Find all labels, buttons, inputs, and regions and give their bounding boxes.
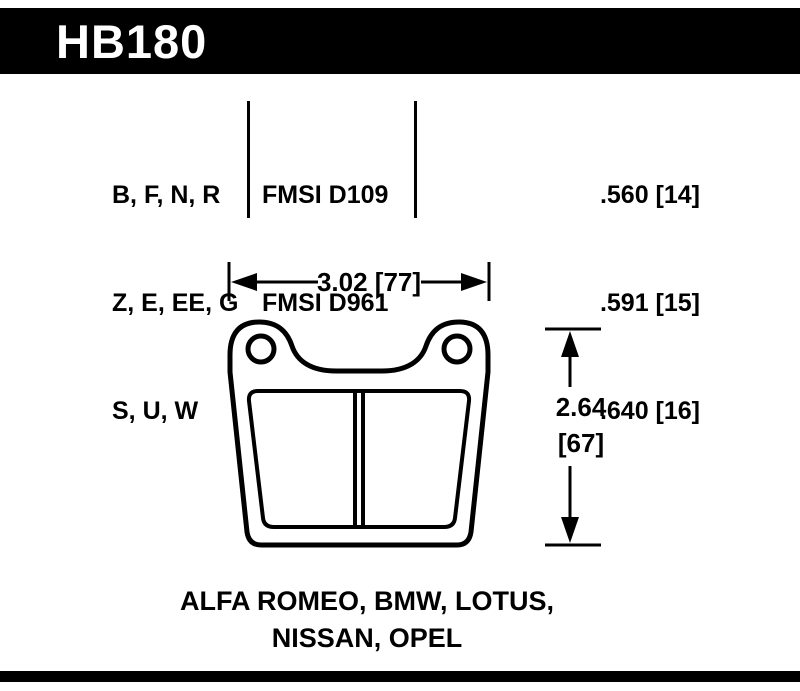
pad-thickness-column: .560 [14] .591 [15] .640 [16] bbox=[460, 105, 700, 501]
fmsi-row: FMSI D961 bbox=[262, 289, 389, 317]
height-dimension-label-mm: [67] bbox=[558, 428, 604, 458]
brake-pad-drawing: 3.02 [77] 2.64 [67] bbox=[227, 262, 607, 548]
height-dimension bbox=[545, 327, 601, 547]
compound-codes-row: Z, E, EE, G bbox=[112, 289, 239, 317]
mounting-hole-left bbox=[245, 333, 277, 365]
height-dimension-label-inches: 2.64 bbox=[556, 392, 607, 422]
table-divider-right bbox=[414, 101, 417, 218]
pad-thickness-row: .560 [14] bbox=[599, 181, 700, 209]
compound-codes-column: B, F, N, R Z, E, EE, G S, U, W bbox=[112, 105, 238, 501]
compound-codes-row: S, U, W bbox=[112, 397, 199, 425]
fmsi-row: FMSI D109 bbox=[262, 181, 389, 209]
applications-line-1: ALFA ROMEO, BMW, LOTUS, bbox=[180, 586, 554, 616]
footer-bar bbox=[0, 671, 800, 682]
width-dimension bbox=[227, 262, 491, 301]
pad-thickness-row: .640 [16] bbox=[599, 397, 700, 425]
compound-codes-row: B, F, N, R bbox=[112, 181, 221, 209]
applications: ALFA ROMEO, BMW, LOTUS, NISSAN, OPEL bbox=[0, 583, 734, 657]
table-divider-left bbox=[247, 101, 250, 218]
backplate-path bbox=[227, 319, 491, 548]
header-bar: HB180 bbox=[0, 8, 800, 74]
pad-thickness-row: .591 [15] bbox=[599, 289, 700, 317]
part-number: HB180 bbox=[56, 14, 208, 68]
fmsi-column: FMSI D109 FMSI D961 bbox=[262, 105, 388, 393]
backplate-outline bbox=[227, 319, 491, 548]
width-arrow-right-icon bbox=[461, 273, 487, 291]
mounting-hole-right bbox=[441, 333, 473, 365]
height-arrow-down-icon bbox=[561, 517, 579, 543]
friction-material-path bbox=[246, 389, 472, 529]
friction-material-outline bbox=[246, 389, 472, 529]
height-arrow-up-icon bbox=[561, 331, 579, 357]
applications-line-2: NISSAN, OPEL bbox=[271, 623, 463, 653]
width-arrow-left-icon bbox=[231, 273, 257, 291]
width-dimension-label: 3.02 [77] bbox=[317, 267, 421, 297]
